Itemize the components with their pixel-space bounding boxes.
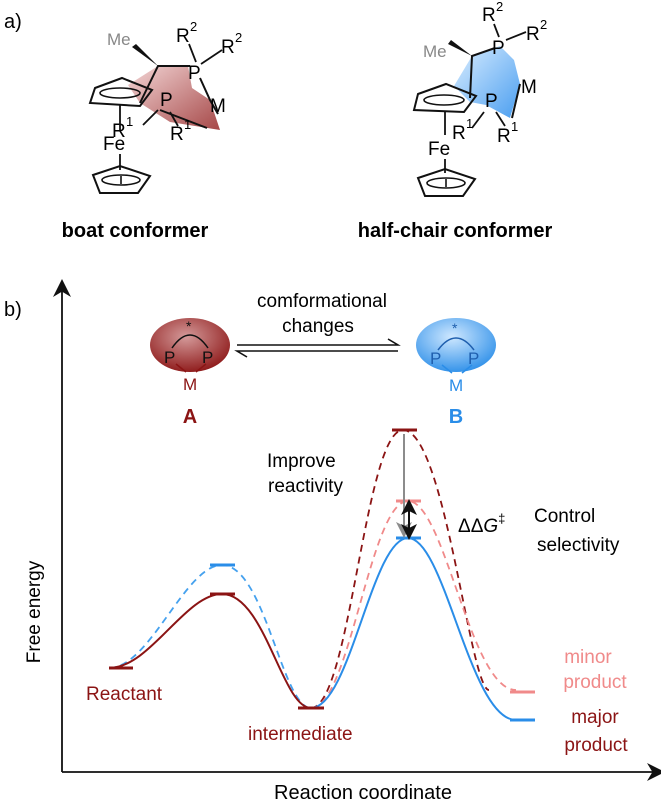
ddg-delta: ΔΔ	[458, 516, 484, 537]
major-line2: product	[564, 735, 628, 756]
boat-me-wedge	[132, 44, 158, 66]
boat-r2b: R	[221, 37, 235, 58]
halfchair-r1a-sup: 1	[466, 116, 473, 131]
halfchair-r1-bonds	[471, 111, 506, 129]
boat-p-lower: P	[160, 90, 173, 111]
catalyst-a-m-bonds	[175, 363, 207, 373]
halfchair-me-label: Me	[423, 42, 447, 61]
equilibrium-label-line1: comformational	[257, 291, 387, 312]
catalyst-b-arc	[437, 337, 475, 351]
boat-me-label: Me	[107, 30, 131, 49]
boat-r1a-sup: 1	[126, 114, 133, 129]
boat-cp-upper-ring	[99, 87, 141, 99]
halfchair-r2b-sup: 2	[540, 17, 547, 32]
halfchair-r2a-sup: 2	[496, 0, 503, 14]
halfchair-p-lower: P	[485, 91, 498, 112]
catalyst-b-ellipse	[416, 318, 496, 372]
reactant-label: Reactant	[86, 684, 163, 705]
catalyst-a-metal: M	[183, 375, 197, 394]
profile-minor-dashed	[310, 500, 517, 709]
boat-cp-lower	[91, 164, 152, 194]
halfchair-fe: Fe	[428, 139, 450, 160]
reverse-arrow	[234, 350, 398, 358]
improve-line1: Improve	[267, 451, 336, 472]
control-line1: Control	[534, 506, 595, 527]
boat-r1-bonds	[142, 109, 179, 127]
catalyst-b-label: B	[449, 406, 463, 428]
catalyst-a-arc	[171, 334, 209, 349]
boat-r1b-sup: 1	[184, 117, 191, 132]
catalyst-b-m-bonds	[441, 364, 473, 374]
halfchair-ring-fill	[454, 46, 520, 118]
halfchair-caption: half-chair conformer	[358, 220, 553, 242]
halfchair-p-upper: P	[492, 38, 505, 59]
catalyst-b: * P P M B	[416, 318, 496, 428]
panel-b-label: b)	[4, 299, 22, 321]
halfchair-cp-upper-ring	[423, 94, 465, 106]
minor-line2: product	[563, 672, 627, 693]
catalyst-a-p1: P	[164, 348, 175, 367]
profile-a-high-dashed	[310, 429, 490, 709]
x-axis-label: Reaction coordinate	[274, 782, 452, 804]
catalyst-b-p1: P	[430, 349, 441, 368]
catalyst-a-p2: P	[202, 348, 213, 367]
catalyst-a-ellipse	[150, 318, 230, 372]
boat-conformer-structure: Me P R 2 R 2 P R 1 R 1 M Fe	[88, 19, 242, 194]
equilibrium-label-line2: changes	[282, 316, 354, 337]
boat-cp-lower-ring	[101, 174, 141, 186]
panel-a-label: a)	[4, 11, 22, 33]
halfchair-conformer-structure: Me P R 2 R 2 M P R 1 R 1 Fe	[412, 0, 547, 197]
halfchair-cp-lower-ring	[426, 177, 466, 189]
halfchair-cp-upper	[412, 82, 478, 114]
catalyst-a-label: A	[183, 406, 197, 428]
boat-metal: M	[210, 96, 226, 117]
improve-line2: reactivity	[268, 476, 343, 497]
halfchair-r2-bonds	[493, 23, 527, 41]
halfchair-r1a: R	[452, 123, 466, 144]
ddg-dagger: ‡	[498, 511, 505, 526]
catalyst-b-metal: M	[449, 376, 463, 395]
catalyst-b-star: *	[452, 320, 458, 336]
boat-r1b: R	[170, 124, 184, 145]
intermediate-label: intermediate	[248, 724, 353, 745]
boat-r2b-sup: 2	[235, 30, 242, 45]
boat-r2a-sup: 2	[190, 19, 197, 34]
boat-p-upper: P	[188, 63, 201, 84]
ddg-g: G	[483, 516, 498, 537]
halfchair-metal: M	[521, 77, 537, 98]
boat-r1a: R	[112, 121, 126, 142]
major-line1: major	[571, 707, 619, 728]
boat-r2a: R	[176, 26, 190, 47]
boat-r2-bonds	[188, 43, 223, 65]
profile-major-solid	[310, 536, 517, 721]
halfchair-r1b-sup: 1	[511, 119, 518, 134]
minor-line1: minor	[564, 647, 612, 668]
halfchair-r2a: R	[482, 5, 496, 26]
boat-fe: Fe	[103, 134, 125, 155]
halfchair-r1b: R	[497, 126, 511, 147]
catalyst-a-star: *	[186, 318, 192, 334]
energy-profiles	[108, 428, 535, 722]
catalyst-a: * P P M A	[150, 318, 230, 428]
ddg-label: ΔΔG‡	[458, 511, 505, 537]
catalyst-b-p2: P	[468, 349, 479, 368]
halfchair-r2b: R	[526, 24, 540, 45]
boat-pm-bond	[159, 109, 208, 129]
control-line2: selectivity	[537, 535, 620, 556]
halfchair-cp-lower	[416, 167, 477, 197]
y-axis-label: Free energy	[24, 560, 45, 663]
halfchair-me-wedge	[448, 40, 472, 56]
forward-arrow	[237, 338, 401, 346]
boat-cp-upper	[88, 76, 154, 108]
boat-caption: boat conformer	[62, 220, 209, 242]
